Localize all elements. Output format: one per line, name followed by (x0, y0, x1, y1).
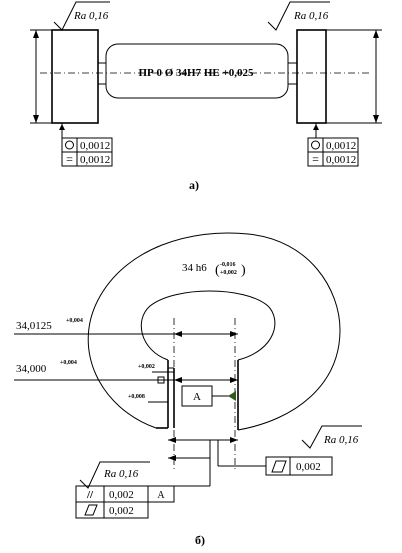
flatness-frame-right: 0,002 (265, 456, 333, 476)
svg-text:Ra 0,16: Ra 0,16 (293, 10, 329, 22)
roughness-symbol-left: Ra 0,16 (53, 1, 110, 31)
tolerance-table-left: // 0,002 А 0,002 (75, 485, 175, 519)
circle-icon (65, 140, 74, 150)
outer-ring (87, 232, 341, 431)
roughness-symbol-left-b: Ra 0,16 (79, 461, 150, 489)
svg-text:+0,004: +0,004 (60, 360, 77, 366)
right-flange (296, 29, 327, 124)
caption-a: а) (189, 178, 199, 192)
outer-size-label: 34 h6 ( -0,016 +0,002 ) (182, 262, 246, 278)
dim-34-0125: 34,0125 (16, 320, 52, 332)
svg-text:0,0012: 0,0012 (80, 140, 110, 152)
left-flange (51, 29, 99, 124)
svg-text:+0,002: +0,002 (138, 364, 155, 370)
svg-text:+0,008: +0,008 (128, 394, 145, 400)
svg-text:): ) (241, 263, 246, 278)
tolerance-frame-left: = 0,0012 0,0012 (61, 137, 113, 167)
tolerance-frame-right: = 0,0012 0,0012 (307, 137, 359, 167)
svg-text:-0,016: -0,016 (220, 262, 236, 268)
caption-b: б) (195, 533, 205, 547)
dim-34-000: 34,000 (16, 363, 47, 375)
svg-text:0,0012: 0,0012 (80, 154, 110, 166)
svg-text:Ra 0,16: Ra 0,16 (73, 10, 109, 22)
equal-icon: = (66, 152, 73, 166)
svg-text:А: А (157, 490, 165, 501)
circle-icon (311, 140, 320, 150)
svg-text:34 h6: 34 h6 (182, 262, 207, 274)
inner-ring (140, 290, 276, 361)
svg-text:0,002: 0,002 (109, 505, 134, 517)
parallelism-icon: // (86, 489, 94, 501)
parallelogram-icon (271, 460, 287, 473)
roughness-symbol-right: Ra 0,16 (267, 1, 330, 31)
svg-text:0,0012: 0,0012 (326, 154, 356, 166)
datum-a: А (181, 385, 236, 407)
svg-text:0,0012: 0,0012 (326, 140, 356, 152)
svg-text:0,002: 0,002 (296, 461, 321, 473)
datum-triangle-icon (228, 391, 236, 401)
svg-text:0,002: 0,002 (109, 489, 134, 501)
svg-text:Ra 0,16: Ra 0,16 (103, 468, 139, 480)
svg-text:+0,002: +0,002 (220, 270, 237, 276)
svg-text:+0,004: +0,004 (66, 318, 83, 324)
gauge-body (105, 43, 289, 99)
roughness-symbol-right-b: Ra 0,16 (301, 425, 362, 449)
equal-icon: = (312, 152, 319, 166)
parallelogram-icon (84, 504, 98, 516)
svg-text:(: ( (215, 263, 220, 278)
svg-text:А: А (193, 391, 201, 403)
gauge-marking: ПР 0 Ø 34Н7 НЕ +0,025 (138, 67, 254, 79)
svg-text:Ra 0,16: Ra 0,16 (323, 434, 359, 446)
